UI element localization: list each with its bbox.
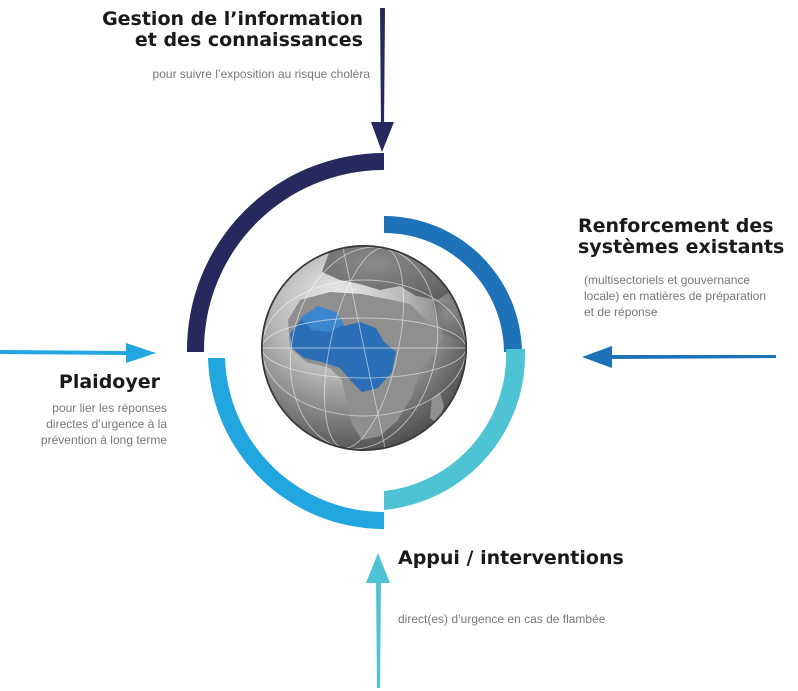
description-line-1: pour lier les réponses <box>52 401 167 415</box>
title-information-management: Gestion de l’information et des connaiss… <box>100 9 363 51</box>
title-line-1: Renforcement des <box>578 215 774 237</box>
title-system-strengthening: Renforcement des systèmes existants <box>578 216 793 258</box>
arrow-left-icon <box>582 346 776 368</box>
description-line-3: prévention à long terme <box>40 433 167 447</box>
arc-top-right <box>384 216 522 352</box>
description-system-strengthening: (multisectoriels et gouvernance locale) … <box>584 272 796 320</box>
description-line-1: (multisectoriels et gouvernance <box>584 273 751 287</box>
title-line-1: Gestion de l’information <box>102 8 363 30</box>
description-advocacy: pour lier les réponses directes d’urgenc… <box>5 400 167 448</box>
globe-africa-icon <box>261 245 467 451</box>
title-advocacy: Plaidoyer <box>58 371 160 393</box>
description-information-management: pour suivre l’exposition au risque cholé… <box>152 67 370 81</box>
arc-bottom-right <box>384 349 526 510</box>
description-line-2: directes d’urgence à la <box>46 417 167 431</box>
title-support-interventions: Appui / interventions <box>398 547 624 569</box>
description-line-3: et de réponse <box>584 305 658 319</box>
title-line-2: et des connaissances <box>134 29 363 51</box>
arc-bottom-left <box>208 358 384 529</box>
arrow-right-icon <box>0 343 156 363</box>
description-line-2: locale) en matières de préparation <box>584 289 767 303</box>
arc-top-left <box>186 152 384 352</box>
arrow-up-icon <box>366 553 390 688</box>
arrow-down-icon <box>371 8 394 152</box>
title-line-2: systèmes existants <box>578 236 785 258</box>
description-support-interventions: direct(es) d’urgence en cas de flambée <box>398 612 606 626</box>
